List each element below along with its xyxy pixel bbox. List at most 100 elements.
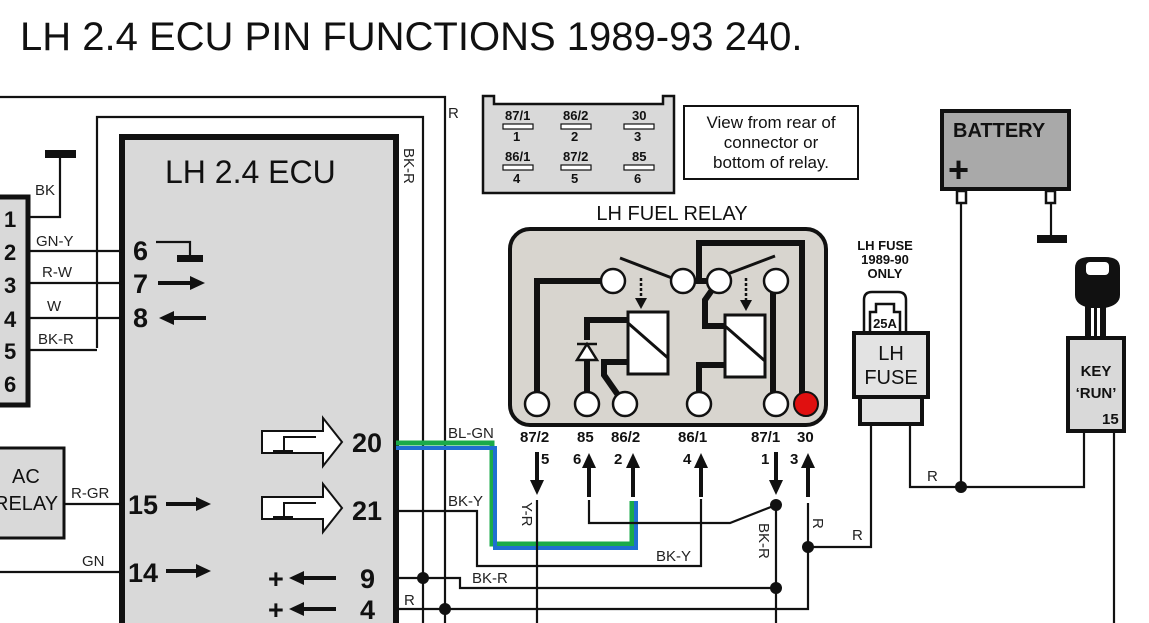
wire-85 — [587, 500, 777, 525]
fuse-caption-1: LH FUSE — [857, 238, 913, 253]
plus-icon: + — [268, 595, 284, 623]
relay-terminal-num: 1 — [761, 451, 769, 468]
relay-conn-pin-num: 6 — [634, 171, 641, 186]
wire-label-r-fuse: R — [927, 468, 938, 485]
relay-conn-pin-name: 85 — [632, 149, 646, 164]
ecu-pin-6: 6 — [133, 236, 148, 266]
wire-bk-r-pin9 — [396, 576, 776, 590]
relay-terminal-name: 86/2 — [611, 429, 640, 446]
wire-label-y-r: Y-R — [518, 502, 535, 527]
ac-relay-label-2: RELAY — [0, 493, 58, 515]
wire-label-bk: BK — [35, 182, 55, 199]
junction-dot — [770, 582, 782, 594]
relay-internal-circuit — [534, 240, 805, 400]
relay-conn-pin-name: 30 — [632, 108, 646, 123]
ignition-key-switch — [1066, 336, 1126, 433]
relay-conn-pin-name: 87/2 — [563, 149, 588, 164]
relay-conn-pin-num: 2 — [571, 129, 578, 144]
wire-label-r-w: R-W — [42, 264, 73, 281]
wire-bl-gn-blue — [396, 446, 638, 550]
junction-dot — [770, 499, 782, 511]
fuse-body — [852, 331, 930, 399]
wire-label-bk-r-top: BK-R — [400, 148, 417, 184]
junction-dot — [439, 603, 451, 615]
relay-terminal-num: 2 — [614, 451, 622, 468]
battery-box — [940, 109, 1071, 191]
key-label-2: ‘RUN’ — [1076, 385, 1117, 402]
ecu-pin-21: 21 — [352, 496, 382, 526]
relay-terminal-name: 87/1 — [751, 429, 780, 446]
relay-terminal-num: 3 — [790, 451, 798, 468]
wire-label-r-top: R — [448, 105, 459, 122]
wire-r-fuse-out — [808, 422, 873, 549]
battery-positive-terminal — [955, 189, 968, 205]
wire-label-bk-r-vertical: BK-R — [755, 523, 772, 559]
wire-bk — [30, 158, 62, 219]
diag-pin-4: 4 — [4, 307, 17, 332]
relay-conn-pin-num: 4 — [513, 171, 521, 186]
ecu-pin-8: 8 — [133, 303, 148, 333]
battery-negative-terminal — [1044, 189, 1057, 205]
arrow-left-icon — [159, 311, 206, 325]
arrow-right-icon — [158, 276, 205, 290]
relay-conn-pin-num: 5 — [571, 171, 578, 186]
wire-bl-gn-green — [396, 440, 635, 547]
ac-relay-label-1: AC — [12, 466, 40, 488]
fuel-relay-label: LH FUEL RELAY — [596, 203, 747, 225]
arrow-left-icon — [289, 602, 336, 616]
arrow-left-icon — [289, 571, 336, 585]
fuse-caption-3: ONLY — [868, 266, 903, 281]
wire-label-r-vertical: R — [809, 518, 826, 529]
wire-label-bk-r-diag: BK-R — [38, 331, 74, 348]
wire-r-fuse-in — [908, 424, 1086, 489]
relay-conn-pin-num: 3 — [634, 129, 641, 144]
relay-conn-pin-name: 86/2 — [563, 108, 588, 123]
ignition-key-icon — [1075, 257, 1120, 340]
wire-label-bl-gn: BL-GN — [448, 425, 494, 442]
page-title: LH 2.4 ECU PIN FUNCTIONS 1989-93 240. — [20, 15, 803, 59]
relay-conn-pin-name: 87/1 — [505, 108, 530, 123]
arrow-up-icon — [582, 453, 596, 497]
wire-label-bk-r-lower: BK-R — [472, 570, 508, 587]
pin6-ground-line — [156, 240, 192, 256]
junction-dot — [955, 481, 967, 493]
key-label-1: KEY — [1081, 363, 1112, 380]
diag-pin-1: 1 — [4, 207, 16, 232]
relay-terminal-num: 6 — [573, 451, 581, 468]
diag-pin-6: 6 — [4, 372, 16, 397]
arrow-up-icon — [694, 453, 708, 497]
wire-label-bk-y-upper: BK-Y — [448, 493, 483, 510]
output-driver-icon — [261, 481, 344, 535]
ac-relay-box — [0, 446, 66, 540]
wire-label-bk-y-lower: BK-Y — [656, 548, 691, 565]
fuse-base — [858, 395, 924, 426]
junction-dot — [417, 572, 429, 584]
wire-label-r-gr: R-GR — [71, 485, 109, 502]
relay-terminal-contacts — [523, 267, 819, 418]
ecu-pin-4: 4 — [360, 595, 375, 623]
arrow-down-icon — [530, 452, 544, 495]
ground-icon — [177, 255, 203, 262]
relay-view-note-box — [683, 105, 859, 180]
relay-view-note-line1: View from rear of — [706, 113, 835, 132]
ecu-box — [119, 134, 399, 623]
arrow-up-icon — [626, 453, 640, 497]
fuse-icon — [862, 290, 908, 333]
relay-view-note-line2: connector or — [724, 133, 819, 152]
diag-pin-5: 5 — [4, 339, 16, 364]
ecu-pin-9: 9 — [360, 564, 375, 594]
diag-connector — [0, 194, 31, 408]
arrow-right-icon — [166, 497, 211, 511]
relay-conn-pin-num: 1 — [513, 129, 520, 144]
ecu-label: LH 2.4 ECU — [165, 154, 336, 190]
wire-label-w: W — [47, 298, 62, 315]
arrow-up-icon — [801, 453, 815, 497]
output-driver-icon — [261, 415, 344, 469]
wire-bk-y — [396, 499, 703, 568]
battery-plus-icon: + — [948, 149, 969, 190]
arrow-right-icon — [166, 564, 211, 578]
fuse-rating: 25A — [873, 316, 897, 331]
wire-label-gn: GN — [82, 553, 105, 570]
relay-terminal-name: 87/2 — [520, 429, 549, 446]
